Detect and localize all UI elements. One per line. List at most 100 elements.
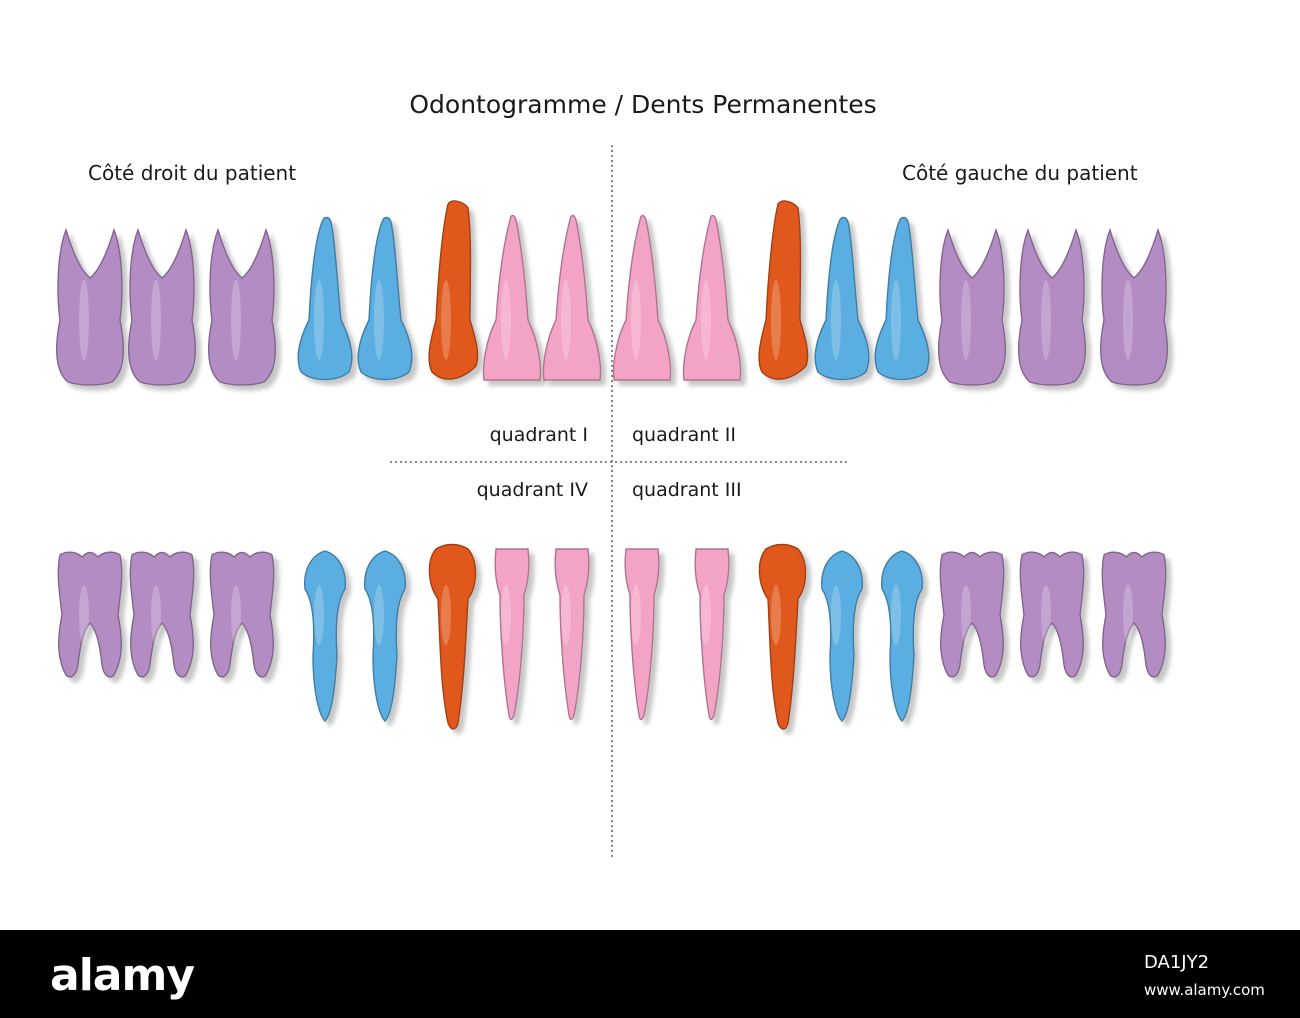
upper-tooth-5-premolar <box>357 216 413 381</box>
lower-tooth-highlight <box>231 585 241 645</box>
lower-tooth-body <box>758 543 807 730</box>
lower-tooth-highlight <box>771 585 781 645</box>
lower-tooth-body <box>1019 551 1085 678</box>
upper-tooth-highlight <box>314 280 324 360</box>
upper-tooth-highlight <box>561 280 571 360</box>
upper-tooth-9-incisor <box>612 214 672 381</box>
upper-tooth-body <box>56 227 124 386</box>
upper-tooth-10-incisor <box>682 214 742 381</box>
lower-tooth-highlight <box>891 585 901 645</box>
upper-tooth-6-canine <box>428 200 479 380</box>
upper-tooth-highlight <box>1041 280 1051 360</box>
upper-tooth-body <box>612 214 672 381</box>
lower-tooth-1-molar <box>57 551 123 678</box>
upper-tooth-highlight <box>891 280 901 360</box>
lower-tooth-body <box>624 548 660 721</box>
upper-tooth-body <box>758 200 809 380</box>
upper-tooth-highlight <box>151 280 161 360</box>
lower-tooth-11-canine <box>758 543 807 730</box>
upper-tooth-highlight <box>701 280 711 360</box>
upper-tooth-highlight <box>79 280 89 360</box>
upper-tooth-body <box>542 214 602 381</box>
lower-tooth-body <box>57 551 123 678</box>
site-url: www.alamy.com <box>1144 981 1265 999</box>
lower-tooth-body <box>428 543 477 730</box>
lower-tooth-9-incisor <box>624 548 660 721</box>
upper-tooth-highlight <box>1123 280 1133 360</box>
lower-tooth-highlight <box>1123 585 1133 645</box>
lower-tooth-highlight <box>961 585 971 645</box>
lower-tooth-highlight <box>831 585 841 645</box>
lower-tooth-highlight <box>79 585 89 645</box>
lower-tooth-highlight <box>151 585 161 645</box>
upper-tooth-body <box>482 214 542 381</box>
upper-tooth-2-molar <box>128 227 196 386</box>
upper-tooth-12-premolar <box>814 216 870 381</box>
upper-tooth-body <box>1018 227 1086 386</box>
lower-tooth-2-molar <box>129 551 195 678</box>
quadrant-3-label: quadrant III <box>632 479 742 501</box>
lower-tooth-body <box>939 551 1005 678</box>
lower-tooth-body <box>494 548 530 721</box>
upper-tooth-body <box>1100 227 1168 386</box>
watermark-footer: alamy DA1JY2 www.alamy.com <box>0 930 1300 1018</box>
upper-tooth-highlight <box>501 280 511 360</box>
lower-tooth-5-premolar <box>364 550 406 722</box>
lower-tooth-14-molar <box>939 551 1005 678</box>
upper-tooth-highlight <box>231 280 241 360</box>
odontogram-diagram <box>56 145 1168 858</box>
upper-tooth-7-incisor <box>482 214 542 381</box>
lower-tooth-body <box>821 550 863 722</box>
upper-tooth-body <box>874 216 930 381</box>
lower-tooth-highlight <box>561 585 571 645</box>
diagram-title: Odontogramme / Dents Permanentes <box>409 90 877 119</box>
quadrant-1-label: quadrant I <box>489 424 588 446</box>
upper-teeth-row <box>56 200 1168 386</box>
lower-tooth-highlight <box>314 585 324 645</box>
lower-tooth-highlight <box>374 585 384 645</box>
image-id: DA1JY2 <box>1144 952 1210 973</box>
upper-tooth-highlight <box>631 280 641 360</box>
lower-tooth-body <box>1101 551 1167 678</box>
lower-tooth-body <box>129 551 195 678</box>
lower-tooth-10-incisor <box>694 548 730 721</box>
lower-tooth-body <box>881 550 923 722</box>
lower-tooth-16-molar <box>1101 551 1167 678</box>
lower-tooth-body <box>304 550 346 722</box>
quadrant-2-label: quadrant II <box>632 424 736 446</box>
upper-tooth-15-molar <box>1018 227 1086 386</box>
upper-tooth-body <box>297 216 353 381</box>
upper-tooth-highlight <box>771 280 781 360</box>
patient-left-side-label: Côté gauche du patient <box>902 161 1138 185</box>
upper-tooth-body <box>128 227 196 386</box>
lower-tooth-3-molar <box>209 551 275 678</box>
upper-tooth-body <box>357 216 413 381</box>
lower-tooth-highlight <box>501 585 511 645</box>
upper-tooth-body <box>814 216 870 381</box>
lower-tooth-7-incisor <box>494 548 530 721</box>
lower-tooth-12-premolar <box>821 550 863 722</box>
upper-tooth-11-canine <box>758 200 809 380</box>
lower-tooth-highlight <box>701 585 711 645</box>
upper-tooth-body <box>682 214 742 381</box>
upper-tooth-highlight <box>441 280 451 360</box>
upper-tooth-1-molar <box>56 227 124 386</box>
lower-tooth-body <box>554 548 590 721</box>
patient-right-side-label: Côté droit du patient <box>88 161 297 185</box>
lower-tooth-highlight <box>1041 585 1051 645</box>
upper-tooth-body <box>428 200 479 380</box>
upper-tooth-body <box>208 227 276 386</box>
upper-tooth-13-premolar <box>874 216 930 381</box>
quadrant-4-label: quadrant IV <box>476 479 588 501</box>
alamy-logo: alamy <box>50 950 195 1001</box>
upper-tooth-14-molar <box>938 227 1006 386</box>
upper-tooth-highlight <box>374 280 384 360</box>
lower-tooth-highlight <box>631 585 641 645</box>
upper-tooth-highlight <box>831 280 841 360</box>
lower-tooth-6-canine <box>428 543 477 730</box>
upper-tooth-body <box>938 227 1006 386</box>
lower-tooth-highlight <box>441 585 451 645</box>
lower-tooth-4-premolar <box>304 550 346 722</box>
upper-tooth-highlight <box>961 280 971 360</box>
lower-tooth-15-molar <box>1019 551 1085 678</box>
